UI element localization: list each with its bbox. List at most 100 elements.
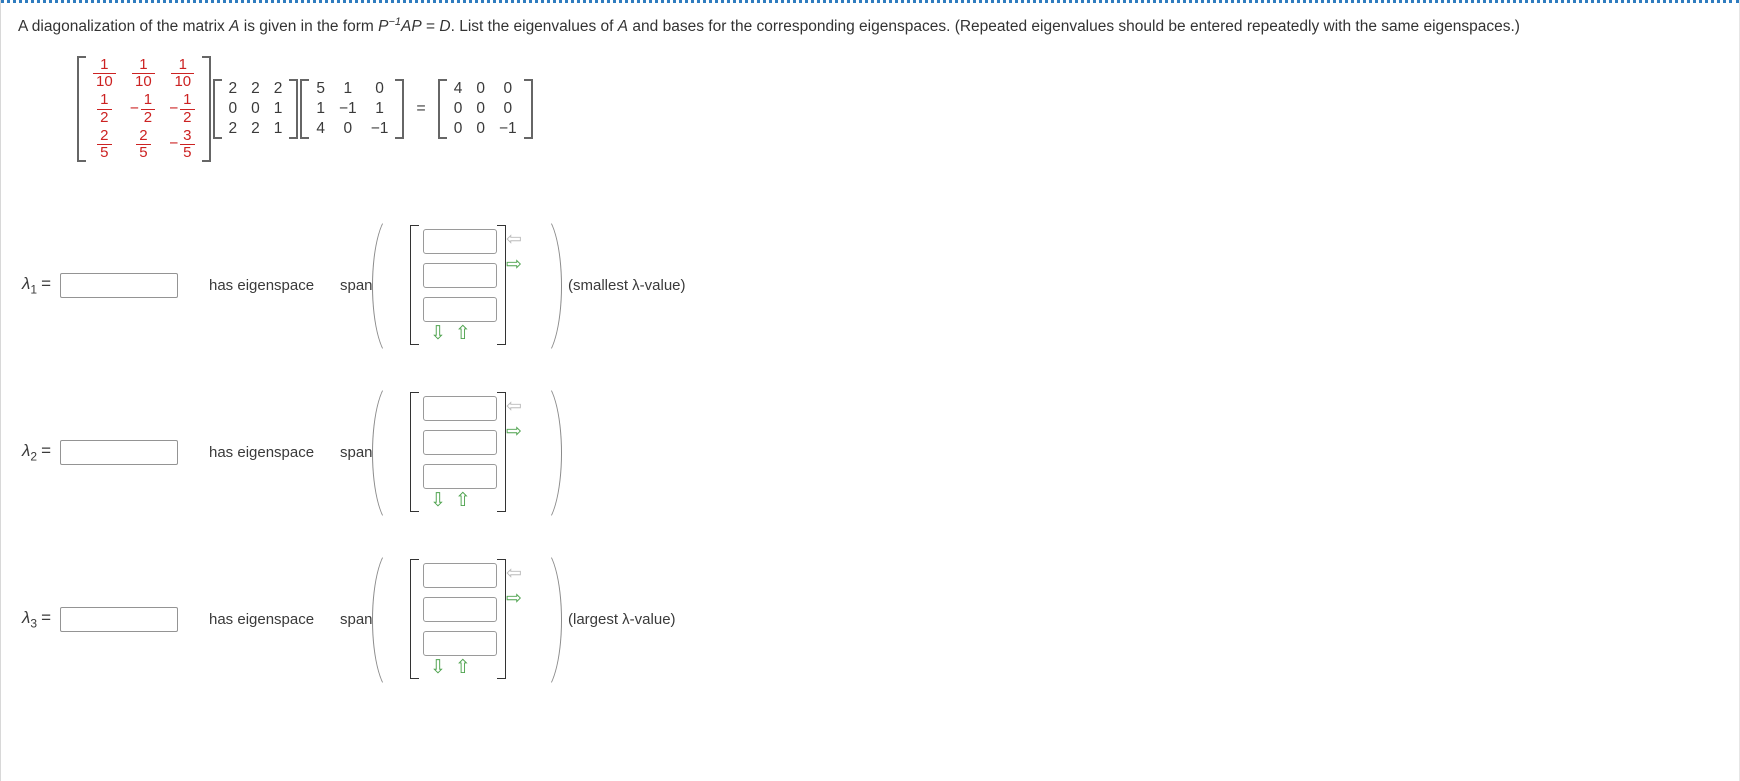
bracket-left: [410, 225, 419, 345]
matrix-cell: 0: [503, 100, 513, 118]
matrix-cell: 4: [453, 80, 463, 98]
lambda-subscript: 2: [30, 449, 38, 464]
lambda-subscript: 3: [30, 616, 38, 631]
matrix-cell: 2: [251, 80, 260, 98]
lambda-label-2: λ2=: [22, 441, 51, 463]
arrow-down-icon[interactable]: ⇩: [430, 657, 446, 678]
has-eigenspace-label-2: has eigenspace: [209, 443, 315, 461]
bracket-right: [395, 79, 405, 140]
matrix-cell: 0: [343, 120, 353, 138]
vector-component-input-3-1[interactable]: [423, 563, 497, 588]
prompt-var-d: D: [439, 18, 451, 36]
matrix-row: 2 2 2: [222, 79, 290, 99]
fraction-numerator: 3: [183, 126, 192, 144]
arrow-down-icon[interactable]: ⇩: [430, 490, 446, 511]
matrix-cell: 0: [453, 120, 463, 138]
prompt-equals: =: [421, 18, 440, 36]
sign: −: [129, 100, 139, 118]
vector-component-input-1-3[interactable]: [423, 297, 497, 322]
arrow-up-icon[interactable]: ⇧: [454, 490, 471, 511]
matrix-cell: −1: [339, 100, 357, 118]
lambda-symbol: λ: [22, 273, 31, 293]
row-arrow-controls-3: ⇩ ⇧: [430, 658, 471, 677]
matrix-row: 1 −1 1: [309, 99, 395, 119]
arrow-right-icon[interactable]: ⇨: [506, 421, 522, 442]
equals-sign: =: [41, 440, 51, 460]
vector-component-input-1-2[interactable]: [423, 263, 497, 288]
eigenvalue-row-2: λ2= has eigenspace span ⇦ ⇨ ⇩ ⇧: [0, 367, 1740, 537]
matrix-cell: 0: [228, 100, 238, 118]
span-label-3: span: [340, 610, 373, 628]
fraction-denominator: 2: [140, 108, 156, 126]
lambda-note-1: (smallest λ-value): [568, 276, 686, 294]
paren-right-1: [540, 213, 562, 357]
matrix-row: 0 0 1: [222, 99, 290, 119]
matrix-row: 0 0 0: [447, 99, 524, 119]
matrix-row: 0 0 −1: [447, 119, 524, 139]
arrow-down-icon[interactable]: ⇩: [430, 323, 446, 344]
prompt-exponent: −1: [388, 16, 402, 28]
bracket-right: [497, 559, 506, 679]
bracket-left: [77, 56, 86, 163]
lambda-note-3: (largest λ-value): [568, 610, 676, 628]
fraction-numerator: 1: [143, 91, 153, 109]
column-arrow-controls-2: ⇦ ⇨: [506, 397, 522, 441]
vector-component-input-3-3[interactable]: [423, 631, 497, 656]
column-arrow-controls-1: ⇦ ⇨: [506, 230, 522, 274]
fraction-numerator: 1: [139, 56, 148, 73]
vector-component-input-3-2[interactable]: [423, 597, 497, 622]
lambda-symbol: λ: [22, 440, 31, 460]
matrix-cell: 5: [316, 80, 325, 98]
paren-right-3: [540, 547, 562, 691]
row-arrow-controls-2: ⇩ ⇧: [430, 491, 471, 510]
prompt-part-4: and bases for the corresponding eigenspa…: [628, 18, 1520, 36]
eigenvalue-input-2[interactable]: [60, 439, 178, 465]
eigenvector-matrix-1: [410, 225, 506, 345]
paren-left-2: [372, 380, 394, 524]
arrow-up-icon[interactable]: ⇧: [454, 323, 471, 344]
matrix-cell: 1: [273, 120, 283, 138]
equals-sign: =: [41, 273, 51, 293]
fraction-numerator: 2: [139, 126, 148, 144]
arrow-right-icon[interactable]: ⇨: [506, 254, 522, 275]
matrix-cell: 0: [375, 80, 384, 98]
p-matrix: 5 1 0 1 −1 1 4 0 −1: [300, 79, 405, 140]
vector-component-input-2-2[interactable]: [423, 430, 497, 455]
prompt-part-3: . List the eigenvalues of: [450, 18, 618, 36]
arrow-left-icon[interactable]: ⇦: [506, 396, 522, 417]
prompt-var-a: A: [229, 18, 240, 36]
lambda-label-1: λ1=: [22, 274, 51, 296]
arrow-left-icon[interactable]: ⇦: [506, 229, 522, 250]
vector-component-input-1-1[interactable]: [423, 229, 497, 254]
fraction-numerator: 2: [100, 126, 109, 144]
fraction-numerator: 1: [100, 91, 109, 109]
arrow-right-icon[interactable]: ⇨: [506, 588, 522, 609]
matrix-row: 2 2 1: [222, 119, 290, 139]
matrix-row: 4 0 −1: [309, 119, 395, 139]
arrow-left-icon[interactable]: ⇦: [506, 563, 522, 584]
paren-left-1: [372, 213, 394, 357]
matrix-cell: −1: [498, 120, 517, 138]
vector-component-input-2-3[interactable]: [423, 464, 497, 489]
arrow-up-icon[interactable]: ⇧: [454, 657, 471, 678]
bracket-right: [201, 56, 211, 163]
matrix-cell: 1: [273, 100, 283, 118]
paren-left-3: [372, 547, 394, 691]
eigenvalue-input-3[interactable]: [60, 606, 178, 632]
bracket-right: [289, 79, 299, 140]
eigenvalue-input-1[interactable]: [60, 272, 178, 298]
fraction-denominator: 10: [93, 73, 116, 90]
bracket-left: [437, 79, 447, 140]
paren-right-2: [540, 380, 562, 524]
matrix-cell: 1: [316, 100, 325, 118]
fraction-denominator: 2: [97, 108, 112, 126]
vector-component-input-2-1[interactable]: [423, 396, 497, 421]
prompt-part-2: is given in the form: [239, 18, 379, 36]
span-label-2: span: [340, 443, 373, 461]
prompt-var-a2: A: [617, 18, 629, 36]
fraction-denominator: 10: [171, 73, 195, 90]
